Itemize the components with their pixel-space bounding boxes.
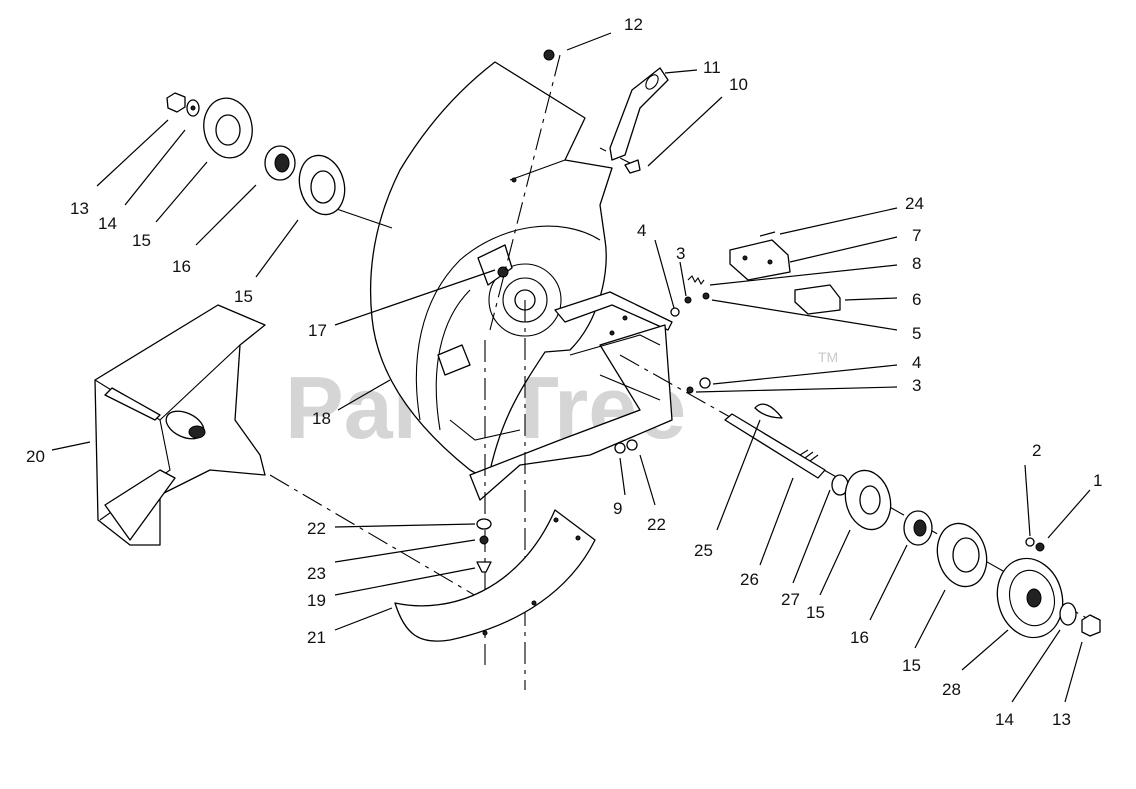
top-hardware [543,49,669,174]
watermark-trademark: TM [818,349,838,365]
callout-1: 1 [1093,471,1102,490]
callout-20: 20 [26,447,45,466]
callout-23: 23 [307,564,326,583]
callout-24: 24 [905,194,924,213]
callout-11: 11 [703,58,721,77]
callout-3: 3 [912,376,921,395]
callout-4: 4 [637,221,646,240]
callout-10: 10 [729,75,748,94]
callout-5: 5 [912,324,921,343]
right-bearing-stack [844,469,1101,639]
callout-25: 25 [694,541,713,560]
left-bearing-stack [166,92,346,216]
callout-2: 2 [1032,441,1041,460]
callout-27: 27 [781,590,800,609]
latch-parts [670,231,841,394]
callout-18: 18 [312,409,331,428]
callout-8: 8 [912,254,921,273]
callout-4: 4 [912,353,921,372]
callout-22: 22 [647,515,666,534]
callout-16: 16 [850,628,869,647]
callout-19: 19 [307,591,326,610]
bottom-plate [394,509,596,642]
callout-14: 14 [995,710,1014,729]
callout-15: 15 [132,231,151,250]
callout-28: 28 [942,680,961,699]
callout-9: 9 [613,499,622,518]
callout-17: 17 [308,321,327,340]
callout-3: 3 [676,244,685,263]
callout-15: 15 [902,656,921,675]
mounting-bracket [449,291,673,501]
callout-12: 12 [624,15,643,34]
impeller [94,304,266,546]
callout-7: 7 [912,226,921,245]
callout-13: 13 [70,199,89,218]
callout-13: 13 [1052,710,1071,729]
callout-16: 16 [172,257,191,276]
callout-15: 15 [806,603,825,622]
shaft-assembly [614,403,849,496]
leader-lines [51,32,1091,703]
callout-22: 22 [307,519,326,538]
callout-26: 26 [740,570,759,589]
callout-14: 14 [98,214,117,233]
callout-21: 21 [307,628,326,647]
callout-6: 6 [912,290,921,309]
callout-labels: 12 11 10 13 14 15 16 15 17 18 20 24 7 8 … [26,15,1102,729]
callout-15: 15 [234,287,253,306]
